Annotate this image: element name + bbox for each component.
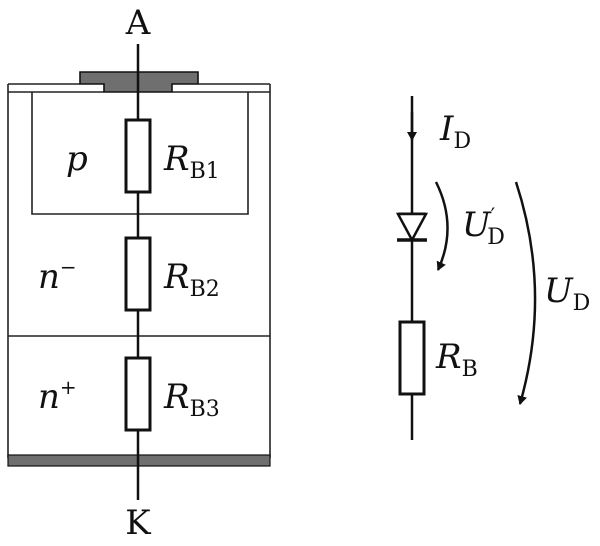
anode-label: A [125, 3, 151, 43]
device-cross-section: A K p n− n+ RB1 RB2 RB3 [7, 3, 271, 543]
layer-label-n-plus: n+ [38, 375, 77, 417]
resistor-rb-label: RB [435, 337, 478, 382]
resistor-rb [398, 320, 426, 396]
total-voltage-arrow [514, 181, 537, 405]
current-label: ID [439, 109, 471, 154]
resistor-rb1-label: RB1 [163, 139, 220, 184]
equivalent-circuit: ID U′D UD RB [395, 96, 590, 440]
resistor-rb2-label: RB2 [163, 257, 220, 302]
resistor-rb2 [124, 236, 152, 312]
layer-label-n-minus: n− [38, 255, 77, 297]
cathode-label: K [125, 503, 151, 543]
layer-label-p: p [66, 139, 88, 179]
resistor-rb3-label: RB3 [163, 377, 220, 422]
diode-voltage-arrow [434, 181, 449, 271]
total-voltage-label: UD [544, 271, 590, 316]
p-region [31, 92, 249, 215]
resistor-rb3 [124, 356, 152, 432]
resistor-rb1 [124, 118, 152, 194]
diode-voltage-label: U′D [462, 203, 505, 250]
diode-icon [395, 212, 429, 243]
